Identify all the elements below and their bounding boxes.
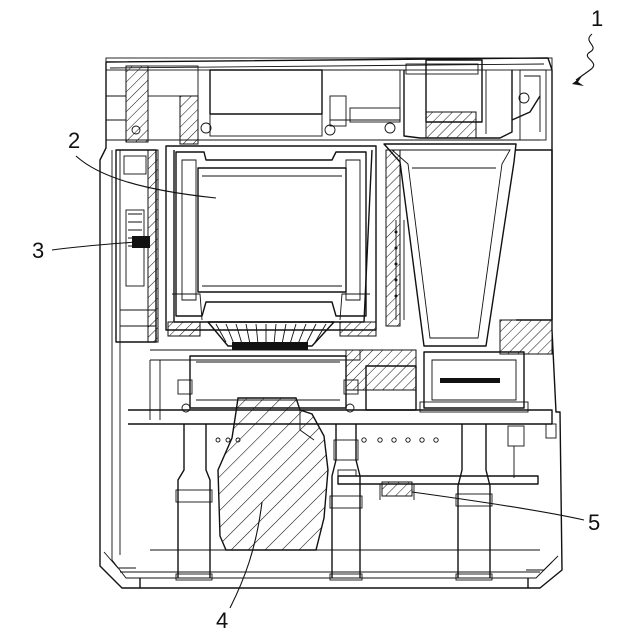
motor: [218, 398, 328, 550]
ref-label-4: 4: [216, 608, 228, 633]
ref-3-leader: [52, 242, 136, 250]
ref-1-arrowhead: [572, 76, 584, 86]
ref-label-5: 5: [588, 510, 600, 535]
ref-5-leader: [412, 492, 584, 520]
base-plate: [120, 550, 540, 580]
ref-5-group: 5: [412, 492, 600, 535]
cooking-basket: [166, 146, 376, 350]
ref-1-group: 1: [572, 6, 603, 86]
ref-label-1: 1: [591, 6, 603, 31]
left-side-panel: [116, 150, 158, 342]
top-lid: [106, 58, 552, 144]
ref-1-leader: [576, 34, 594, 80]
ref-label-3: 3: [32, 238, 44, 263]
ref-label-2: 2: [68, 128, 80, 153]
